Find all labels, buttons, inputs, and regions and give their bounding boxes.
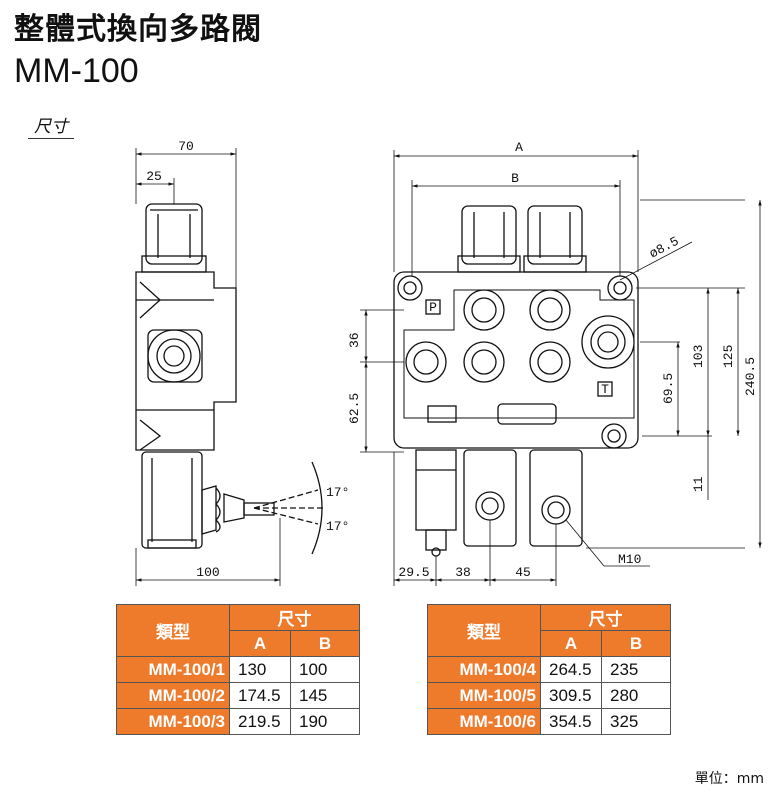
dim-a: A <box>515 140 523 155</box>
table-header-a: A <box>540 630 602 657</box>
page-title: 整體式換向多路閥 <box>14 12 262 47</box>
table-row: MM-100/2 174.5 145 <box>116 682 360 709</box>
table-header-dim: 尺寸 <box>229 604 360 631</box>
dim-62-5: 62.5 <box>347 393 362 424</box>
dim-hole-diameter: ø8.5 <box>647 234 682 262</box>
row-model: MM-100/3 <box>116 708 230 735</box>
side-view <box>135 148 326 586</box>
spec-table-1: 類型 尺寸 A B MM-100/1 130 100 MM-100/2 174.… <box>116 604 360 735</box>
model-name: MM-100 <box>14 52 139 90</box>
table-header-type: 類型 <box>427 604 541 657</box>
thread-m10: M10 <box>618 552 641 567</box>
row-model: MM-100/2 <box>116 682 230 709</box>
table-row: MM-100/4 264.5 235 <box>427 656 671 683</box>
table-row: MM-100/3 219.5 190 <box>116 708 360 735</box>
row-model: MM-100/6 <box>427 708 541 735</box>
row-b: 325 <box>601 708 671 735</box>
front-view <box>360 150 762 586</box>
table-header-b: B <box>601 630 671 657</box>
table-header-dim: 尺寸 <box>540 604 671 631</box>
row-b: 280 <box>601 682 671 709</box>
row-b: 235 <box>601 656 671 683</box>
row-a: 174.5 <box>229 682 291 709</box>
section-underline <box>28 138 74 139</box>
dim-45: 45 <box>515 565 531 580</box>
port-t-label: T <box>601 382 609 397</box>
dim-38: 38 <box>455 565 471 580</box>
dim-b: B <box>511 171 519 186</box>
dim-69-5: 69.5 <box>661 373 676 404</box>
dim-36: 36 <box>347 332 362 348</box>
row-a: 130 <box>229 656 291 683</box>
technical-drawing: 70 25 17° 17° 100 <box>135 139 762 586</box>
row-model: MM-100/1 <box>116 656 230 683</box>
section-label: 尺寸 <box>34 117 68 137</box>
table-row: MM-100/5 309.5 280 <box>427 682 671 709</box>
dim-11: 11 <box>691 476 706 492</box>
row-model: MM-100/4 <box>427 656 541 683</box>
row-b: 145 <box>290 682 360 709</box>
row-b: 190 <box>290 708 360 735</box>
table-header-b: B <box>290 630 360 657</box>
unit-label: 單位：mm <box>694 771 764 787</box>
table-row: MM-100/1 130 100 <box>116 656 360 683</box>
table-header-a: A <box>229 630 291 657</box>
table-row: MM-100/6 354.5 325 <box>427 708 671 735</box>
dim-100: 100 <box>196 565 219 580</box>
spec-table-2: 類型 尺寸 A B MM-100/4 264.5 235 MM-100/5 30… <box>427 604 671 735</box>
table-header-type: 類型 <box>116 604 230 657</box>
angle-lower: 17° <box>326 519 349 534</box>
dim-25: 25 <box>146 169 162 184</box>
row-a: 219.5 <box>229 708 291 735</box>
dim-103: 103 <box>691 345 706 368</box>
angle-upper: 17° <box>326 485 349 500</box>
dim-70: 70 <box>178 139 194 154</box>
row-model: MM-100/5 <box>427 682 541 709</box>
row-a: 264.5 <box>540 656 602 683</box>
row-b: 100 <box>290 656 360 683</box>
row-a: 309.5 <box>540 682 602 709</box>
row-a: 354.5 <box>540 708 602 735</box>
dim-240-5: 240.5 <box>743 357 758 396</box>
dim-29-5: 29.5 <box>398 565 429 580</box>
dim-125: 125 <box>721 345 736 368</box>
port-p-label: P <box>429 300 437 315</box>
